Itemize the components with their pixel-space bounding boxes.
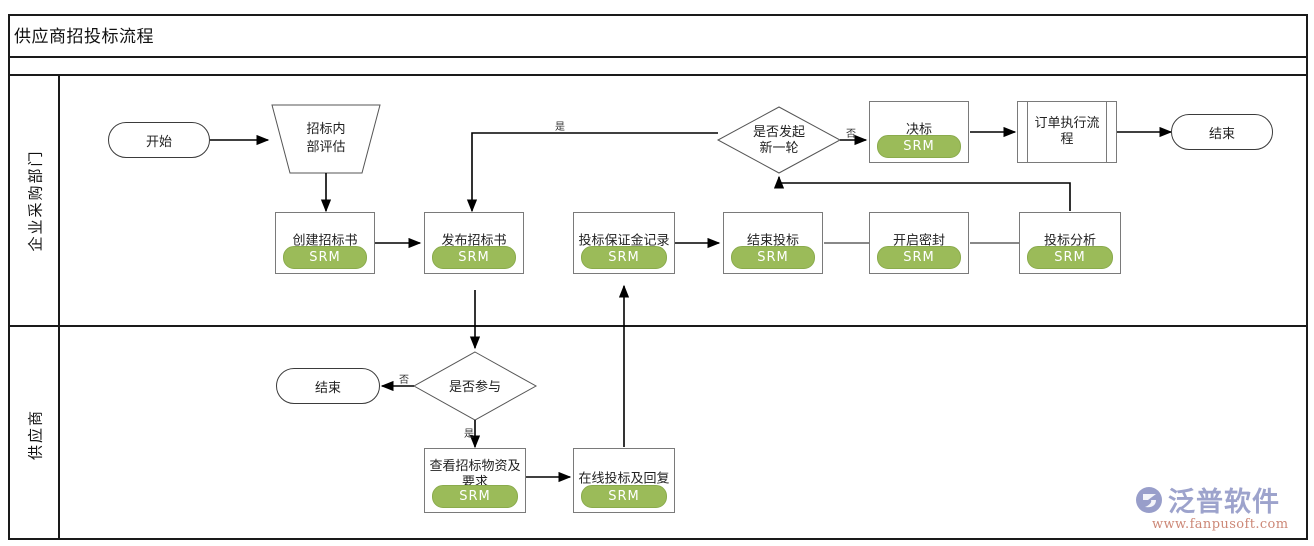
node-end-top[interactable]: 结束 xyxy=(1171,114,1273,150)
title-row xyxy=(8,14,1308,58)
edge-label-yes-new-round: 是 xyxy=(555,121,565,133)
node-bid-analysis[interactable]: 投标分析 SRM xyxy=(1019,212,1121,274)
node-start-label: 开始 xyxy=(145,134,172,150)
node-bid-analysis-label: 投标分析 xyxy=(1043,233,1096,249)
node-online-bid-badge: SRM xyxy=(581,485,667,508)
node-bid-analysis-badge: SRM xyxy=(1027,246,1113,269)
node-create-doc-label: 创建招标书 xyxy=(292,233,358,249)
diamond-new-round-line2: 新一轮 xyxy=(759,140,798,156)
node-open-seal-badge: SRM xyxy=(877,246,961,269)
page-title: 供应商招投标流程 xyxy=(14,27,154,47)
predefined-bar-left xyxy=(1027,102,1028,162)
node-start[interactable]: 开始 xyxy=(108,122,210,158)
node-create-doc-badge: SRM xyxy=(283,246,367,269)
node-online-bid[interactable]: 在线投标及回复 SRM xyxy=(573,448,675,513)
edge-decision-yes-loop xyxy=(466,132,718,213)
node-bid-deposit-label: 投标保证金记录 xyxy=(578,233,670,249)
diamond-new-round-line1: 是否发起 xyxy=(753,124,805,140)
node-online-bid-label: 在线投标及回复 xyxy=(578,470,670,486)
trapezoid-label-line1: 招标内 xyxy=(306,121,345,137)
node-order-exec-line1: 订单执行流 xyxy=(1034,116,1100,131)
predefined-bar-right xyxy=(1106,102,1107,162)
node-end-top-label: 结束 xyxy=(1208,126,1235,142)
node-publish-doc-label: 发布招标书 xyxy=(441,233,507,249)
edge-label-yes-participate: 是 xyxy=(464,428,474,440)
node-end-bottom-label: 结束 xyxy=(314,380,341,396)
node-publish-doc[interactable]: 发布招标书 SRM xyxy=(424,212,524,274)
watermark-brand: 泛普软件 xyxy=(1168,487,1280,518)
node-view-materials-badge: SRM xyxy=(432,485,518,508)
node-bid-deposit-badge: SRM xyxy=(581,246,667,269)
diagram-frame xyxy=(8,14,1308,540)
node-view-materials[interactable]: 查看招标物资及 要求 SRM xyxy=(424,448,526,513)
node-order-exec[interactable]: 订单执行流 程 xyxy=(1017,101,1117,163)
node-order-exec-label: 订单执行流 程 xyxy=(1030,116,1104,148)
node-award[interactable]: 决标 SRM xyxy=(869,101,969,163)
edge-analysis-to-decision xyxy=(773,175,1071,211)
node-award-badge: SRM xyxy=(877,135,961,158)
lane-label-column xyxy=(8,76,60,540)
node-end-bidding-badge: SRM xyxy=(731,246,815,269)
watermark-url: www.fanpusoft.com xyxy=(1152,517,1289,532)
node-end-bottom[interactable]: 结束 xyxy=(276,368,380,404)
node-bid-deposit[interactable]: 投标保证金记录 SRM xyxy=(573,212,675,274)
node-order-exec-line2: 程 xyxy=(1060,132,1074,147)
node-view-materials-line1: 查看招标物资及 xyxy=(429,458,521,474)
diamond-new-round xyxy=(716,106,842,174)
edge-label-no-new-round: 否 xyxy=(846,128,856,140)
fanpu-logo-icon xyxy=(1136,486,1162,513)
trapezoid-internal-eval xyxy=(271,104,381,174)
node-award-label: 决标 xyxy=(905,122,932,138)
edge-label-no-participate: 否 xyxy=(399,374,409,386)
node-end-bidding-label: 结束投标 xyxy=(746,233,799,249)
watermark: 泛普软件 www.fanpusoft.com xyxy=(1134,480,1304,536)
node-publish-doc-badge: SRM xyxy=(432,246,516,269)
node-end-bidding[interactable]: 结束投标 SRM xyxy=(723,212,823,274)
node-open-seal[interactable]: 开启密封 SRM xyxy=(869,212,969,274)
trapezoid-label-line2: 部评估 xyxy=(306,140,345,155)
header-spacer-row xyxy=(8,58,1308,76)
lane-divider xyxy=(8,325,1308,327)
node-create-doc[interactable]: 创建招标书 SRM xyxy=(275,212,375,274)
node-open-seal-label: 开启密封 xyxy=(892,233,945,249)
diamond-participate-label: 是否参与 xyxy=(449,379,501,395)
